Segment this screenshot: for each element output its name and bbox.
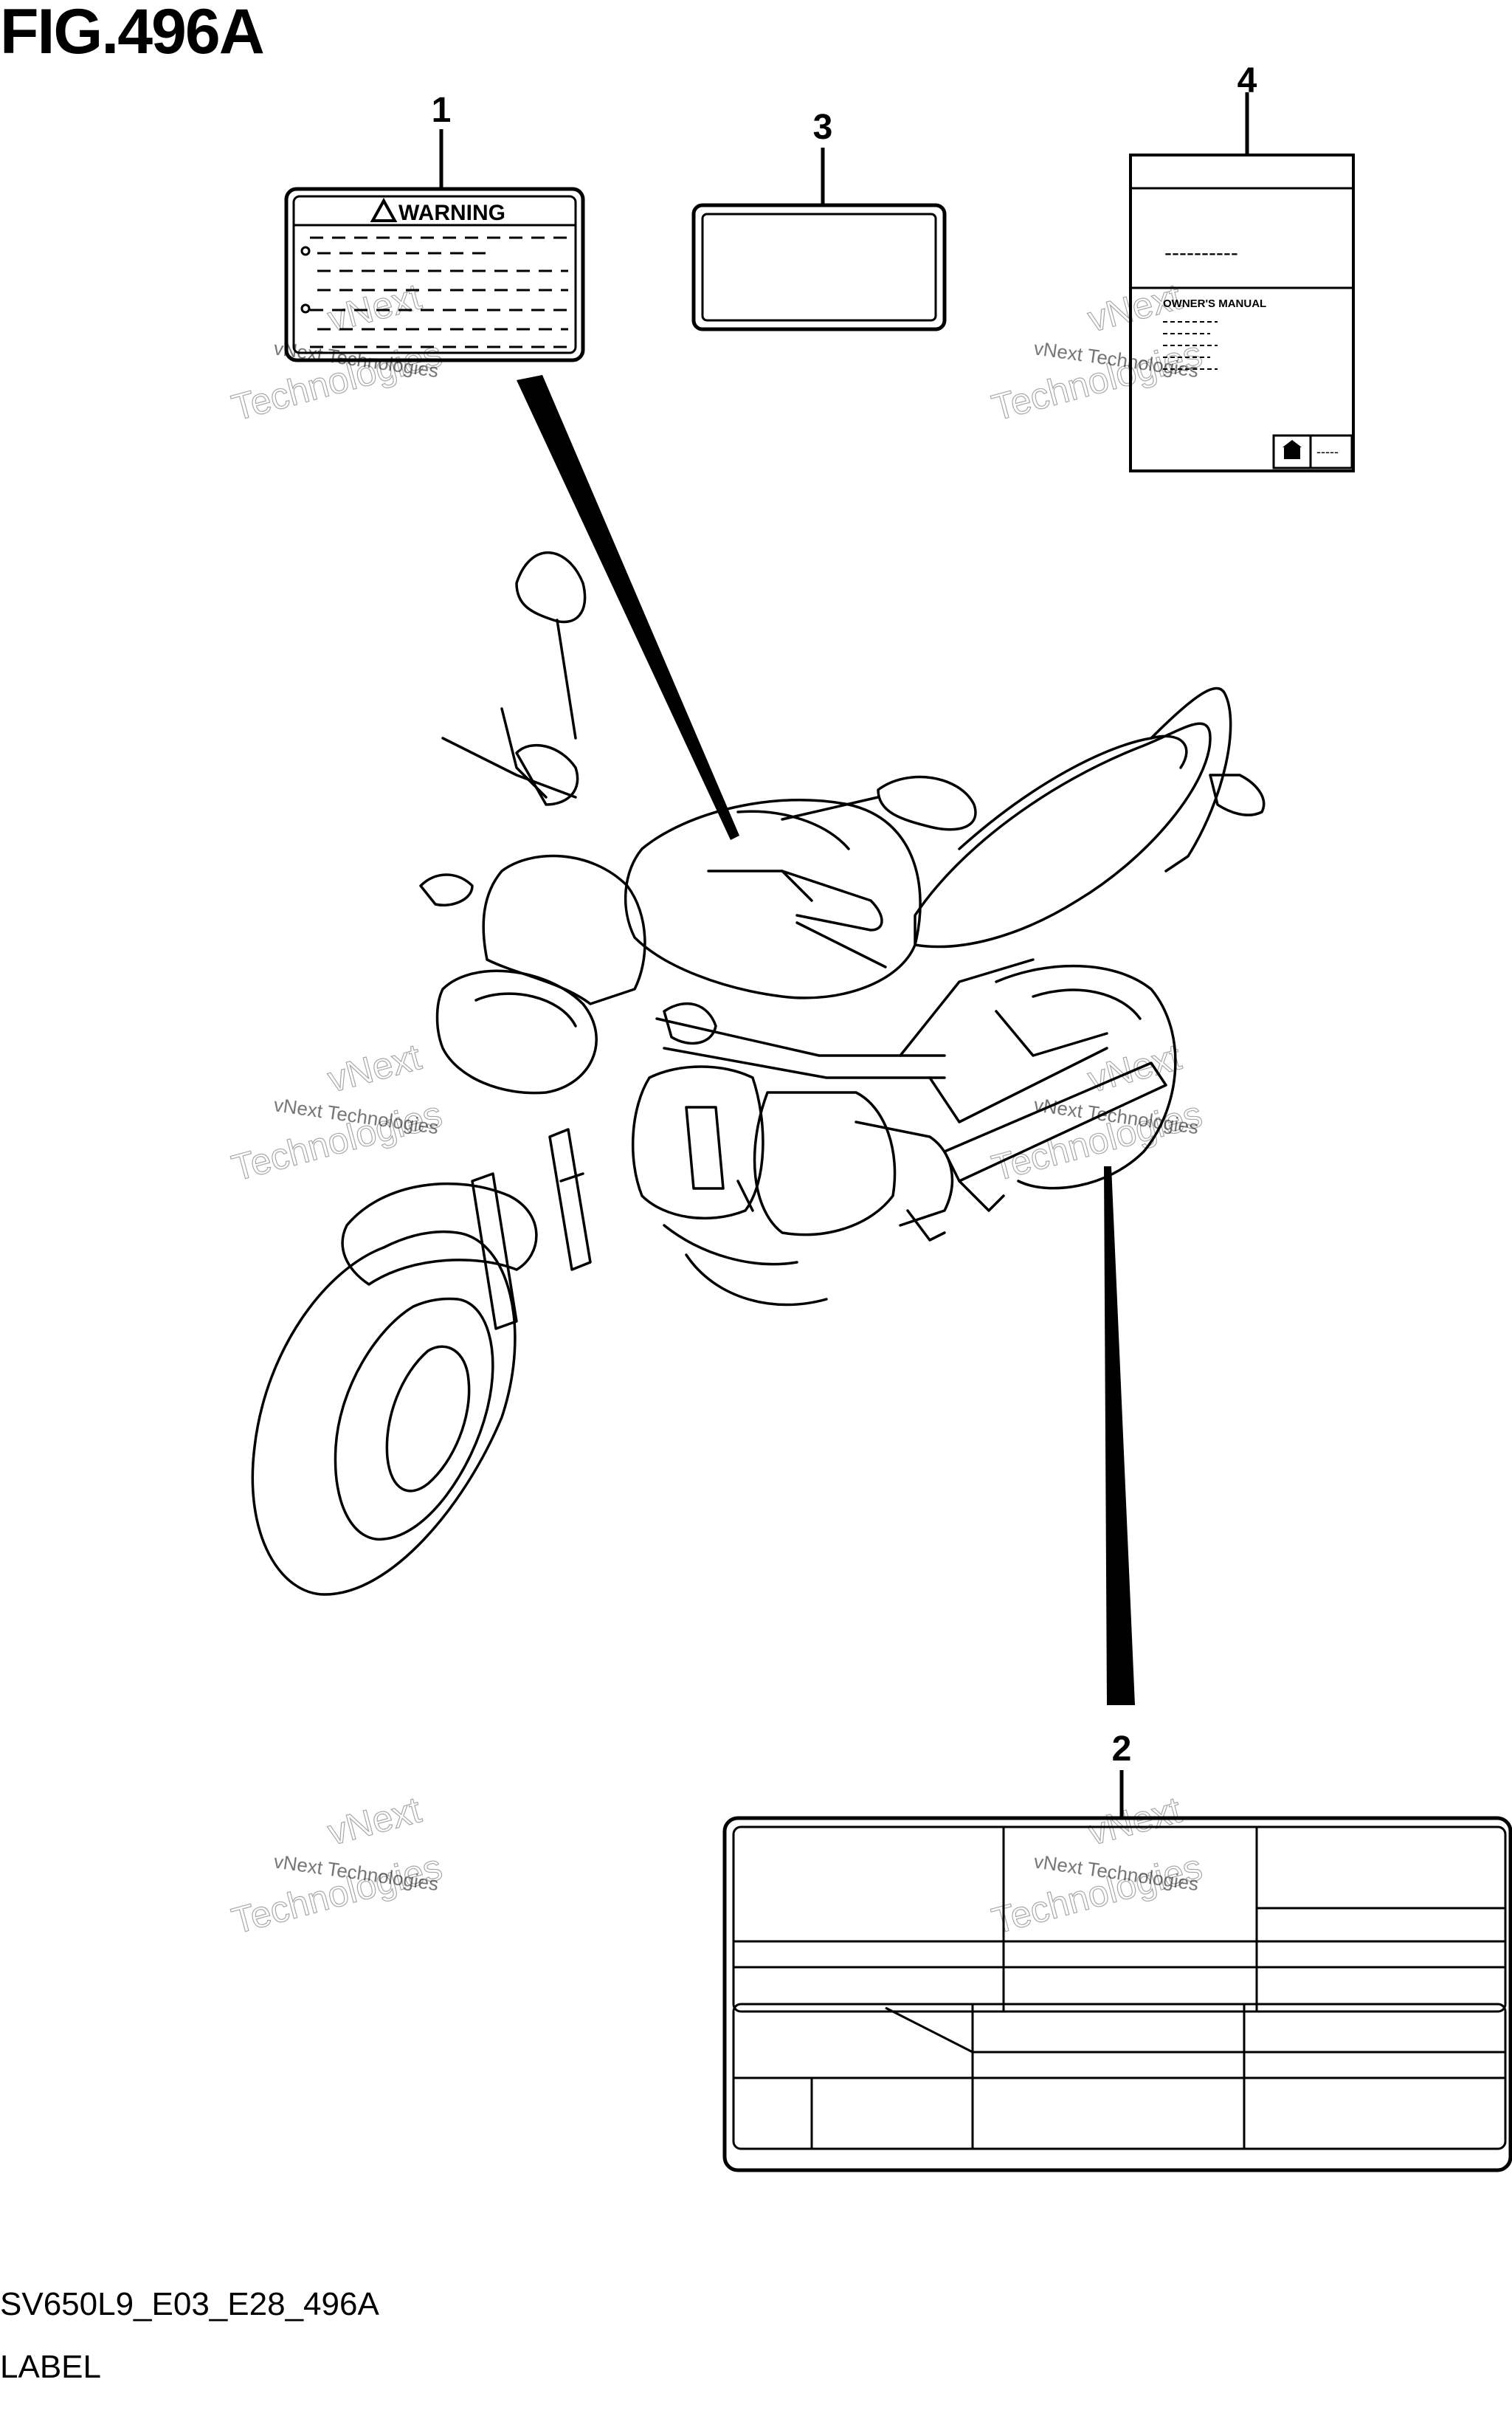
manual-title-dashes: ----------	[1164, 241, 1238, 265]
warning-heading: WARNING	[398, 201, 505, 225]
callout-3: 3	[813, 108, 833, 147]
svg-text:vNext: vNext	[323, 1036, 425, 1100]
motorcycle-illustration	[251, 551, 1266, 1596]
svg-text:vNext: vNext	[1083, 1789, 1185, 1853]
manual-heading: OWNER'S MANUAL	[1163, 297, 1266, 310]
callout-2: 2	[1112, 1730, 1132, 1769]
label-3[interactable]	[691, 203, 947, 331]
label-4-owners-manual[interactable]: ---------- OWNER'S MANUAL -----	[1129, 154, 1355, 472]
leader-arrow-2	[1104, 1166, 1135, 1705]
svg-text:vNext: vNext	[1083, 1036, 1185, 1100]
warning-triangle-icon	[370, 197, 398, 222]
leader-arrow-1	[517, 375, 739, 840]
manual-small-dashes: -----	[1316, 444, 1339, 459]
svg-text:vNext: vNext	[1083, 275, 1185, 340]
label-2-info-plate[interactable]	[722, 1816, 1512, 2172]
figure-code: SV650L9_E03_E28_496A	[0, 2286, 379, 2322]
label-1-warning[interactable]: WARNING	[284, 187, 585, 362]
svg-text:vNext: vNext	[323, 275, 425, 340]
svg-text:vNext: vNext	[323, 1789, 425, 1853]
callout-1: 1	[432, 91, 452, 130]
figure-name: LABEL	[0, 2349, 101, 2385]
figure-title: FIG.496A	[0, 0, 265, 67]
callout-4: 4	[1237, 61, 1257, 100]
book-icon	[1283, 440, 1302, 459]
